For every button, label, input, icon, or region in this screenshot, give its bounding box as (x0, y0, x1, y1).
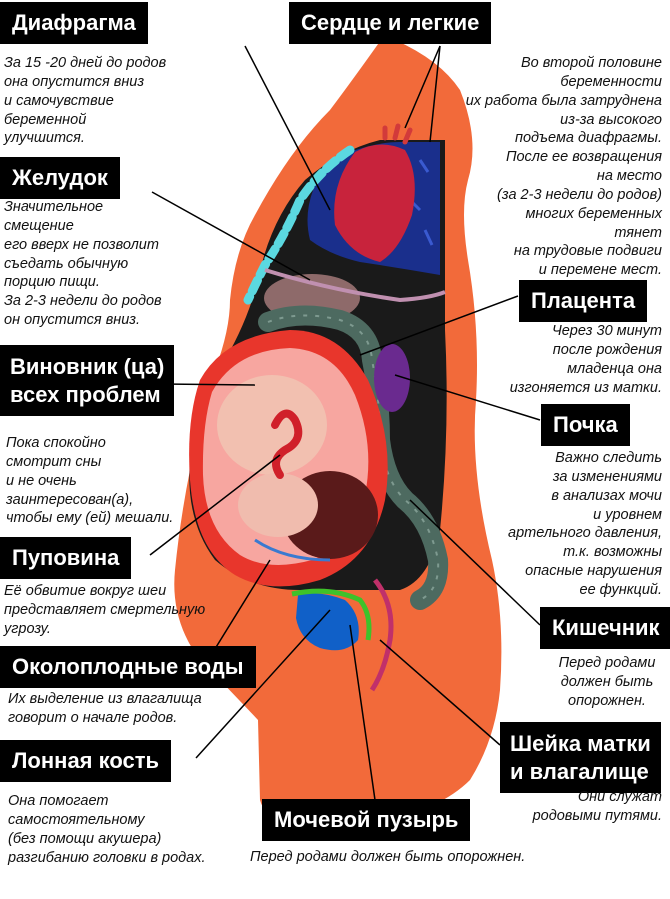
cord-line-3: угрозу. (4, 620, 51, 637)
heart-line-7: на место (596, 168, 662, 185)
diaphragm-line-2: она опустится вниз (4, 73, 145, 90)
cord-line-1: Её обвитие вокруг шеи (4, 583, 167, 599)
culprit-line-1: Пока спокойно (6, 435, 106, 451)
cord-line-2: представляет смертельную (4, 601, 206, 618)
stomach-line-2: смещение (4, 217, 74, 234)
cervix-title-line-1: Шейка матки (510, 731, 651, 756)
intestine-line-3: опорожнен. (568, 692, 646, 709)
kidney-title: Почка (541, 404, 630, 447)
kidney-line-2: за изменениями (552, 468, 662, 485)
kidney-line-3: в анализах мочи (551, 487, 662, 504)
placenta-line-4: изгоняется из матки. (509, 379, 662, 396)
cord-desc: Её обвитие вокруг шеи представляет смерт… (4, 582, 205, 639)
heart (334, 144, 415, 262)
culprit-line-2: смотрит сны (6, 453, 102, 470)
heart-lungs-desc: Во второй половине беременности их работ… (466, 54, 662, 280)
diaphragm-line-4: беременной (4, 111, 87, 128)
diaphragm-line (264, 268, 446, 303)
kidney-line-4: и уровнем (593, 506, 662, 523)
intestine-line-2: должен быть (560, 673, 654, 690)
intestine-title: Кишечник (540, 607, 670, 650)
heart-line-1: Во второй половине (520, 55, 662, 71)
heart-line-11: на трудовые подвиги (513, 243, 662, 260)
culprit-title-line-1: Виновник (ца) (10, 354, 165, 379)
stomach-line-1: Значительное (4, 199, 104, 215)
bladder-title: Мочевой пузырь (262, 799, 471, 842)
diaphragm-stripe (243, 145, 355, 305)
bladder (296, 593, 359, 651)
umbilical-cord (271, 409, 303, 479)
cervix-title: Шейка матки и влагалище (500, 722, 661, 793)
placenta-title: Плацента (519, 280, 648, 323)
culprit-line-4: заинтересован(а), (6, 491, 134, 508)
diaphragm-line-3: и самочувствие (4, 92, 114, 109)
heart-line-9: многих беременных (525, 205, 662, 222)
heart-line-4: из-за высокого (560, 111, 662, 128)
cord-title: Пуповина (0, 537, 132, 580)
cervix-desc: Они служат родовыми путями. (533, 788, 662, 826)
waters-line-2: говорит о начале родов. (8, 709, 178, 726)
cervix-line-2: родовыми путями. (532, 807, 662, 824)
placenta-line-1: Через 30 минут (551, 323, 662, 339)
kidney-desc: Важно следить за изменениями в анализах … (508, 449, 662, 600)
pubic-bone-desc: Она помогает самостоятельному (без помощ… (8, 792, 206, 867)
cervix-title-line-2: и влагалище (510, 758, 649, 784)
kidney-line-8: ее функций. (579, 581, 662, 598)
heart-line-6: После ее возвращения (505, 149, 662, 166)
bladder-desc: Перед родами должен быть опорожнен. (250, 848, 525, 867)
heart-lungs-title: Сердце и легкие (289, 2, 492, 45)
pubic-line-1: Она помогает (8, 793, 109, 809)
kidney-line-6: т.к. возможны (563, 544, 662, 561)
waters-line-1: Их выделение из влагалища (8, 691, 202, 707)
heart-line-5: подъема диафрагмы. (514, 130, 662, 147)
heart-line-8: (за 2-3 недели до родов) (497, 186, 662, 203)
heart-line-10: тянет (614, 224, 662, 241)
stomach-title: Желудок (0, 157, 120, 200)
pubic-line-2: самостоятельному (8, 811, 145, 828)
stomach-line-6: За 2-3 недели до родов (4, 293, 162, 310)
culprit-title-line-2: всех проблем (10, 381, 161, 407)
diaphragm-title: Диафрагма (0, 2, 148, 45)
culprit-line-5: чтобы ему (ей) мешали. (6, 510, 174, 527)
intestine-segments (267, 314, 440, 601)
intestine-line-1: Перед родами (558, 655, 656, 671)
culprit-line-3: и не очень (6, 472, 77, 489)
placenta-desc: Через 30 минут после рождения младенца о… (510, 322, 662, 397)
cervix (369, 578, 394, 692)
waters-title: Околоплодные воды (0, 646, 256, 689)
kidney-line-1: Важно следить (555, 450, 662, 466)
bladder-line-1: Перед родами должен быть опорожнен. (250, 849, 526, 865)
culprit-desc: Пока спокойно смотрит сны и не очень заи… (6, 434, 173, 528)
placenta-line-3: младенца она (567, 360, 662, 377)
stomach-desc: Значительное смещение его вверх не позво… (4, 198, 162, 330)
diaphragm-line-1: За 15 -20 дней до родов (4, 55, 167, 71)
waters-desc: Их выделение из влагалища говорит о нача… (8, 690, 202, 728)
pubic-bone (291, 588, 372, 641)
stomach-line-5: порцию пищи. (4, 274, 100, 291)
amniotic-fluid (254, 538, 331, 562)
diaphragm-line-5: улучшится. (4, 130, 85, 147)
heart-line-2: беременности (560, 73, 662, 90)
kidney (374, 344, 410, 412)
heart-line-3: их работа была затруднена (465, 92, 662, 109)
heart-vessels (382, 123, 413, 145)
intestine-desc: Перед родами должен быть опорожнен. (548, 654, 666, 711)
pubic-line-3: (без помощи акушера) (8, 830, 162, 847)
diaphragm-desc: За 15 -20 дней до родов она опустится вн… (4, 54, 166, 148)
kidney-line-7: опасные нарушения (525, 563, 662, 580)
placenta-line-2: после рождения (552, 341, 662, 358)
pubic-line-4: разгибанию головки в родах. (8, 849, 206, 866)
stomach-line-4: съедать обычную (4, 255, 129, 272)
cervix-line-1: Они служат (577, 789, 662, 805)
kidney-line-5: артельного давления, (508, 525, 662, 542)
pubic-bone-title: Лонная кость (0, 740, 172, 783)
stomach-line-7: он опустится вниз. (4, 312, 141, 329)
stomach-line-3: его вверх не позволит (4, 236, 159, 253)
fetus-face (238, 473, 318, 537)
heart-line-12: и перемене мест. (538, 262, 662, 279)
culprit-title: Виновник (ца) всех проблем (0, 345, 175, 416)
